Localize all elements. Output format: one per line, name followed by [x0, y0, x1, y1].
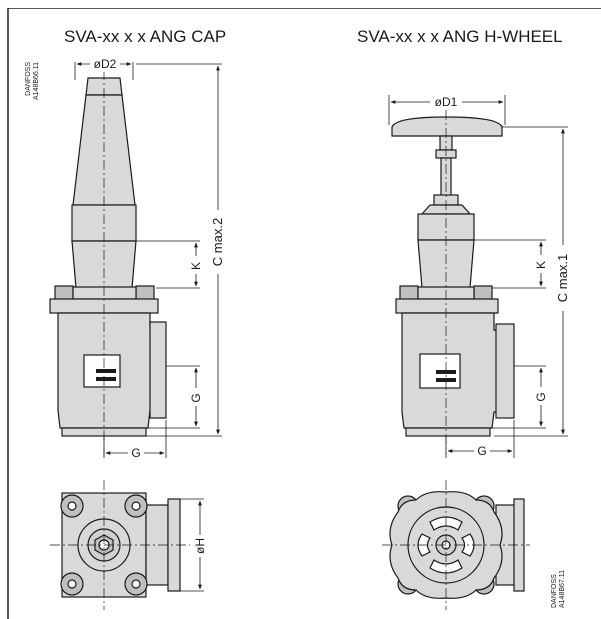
- dim-c-max1-label: C max.1: [555, 254, 570, 302]
- dim-d1-label: øD1: [435, 95, 458, 109]
- outlet-port-right: [495, 323, 515, 419]
- right-elevation-view: [391, 116, 515, 437]
- right-stamp-line2: A148B67.11: [559, 570, 566, 608]
- outlet-port: [149, 321, 167, 419]
- nut: [54, 285, 74, 301]
- dim-d2-label: øD2: [94, 57, 117, 71]
- dim-g-horizontal-right-label: G: [477, 444, 486, 458]
- dim-g-vertical-label: G: [189, 393, 203, 402]
- left-elevation-view: [49, 77, 167, 437]
- nut: [135, 285, 155, 301]
- handwheel-rim: [391, 116, 503, 137]
- dim-g-vertical-right-label: G: [534, 392, 548, 401]
- dim-h-label: øH: [193, 538, 207, 554]
- dim-c-max2-label: C max.2: [210, 218, 225, 266]
- dim-k-right-label: K: [534, 261, 548, 269]
- right-stamp-line1: DANFOSS: [551, 574, 558, 608]
- bonnet-flange-right: [395, 298, 499, 314]
- left-stamp-line1: DANFOSS: [25, 62, 32, 96]
- left-stamp-line2: A148B66.11: [33, 62, 40, 100]
- right-view-title: SVA-xx x x ANG H-WHEEL: [357, 27, 563, 46]
- dim-k-label: K: [189, 262, 203, 270]
- left-view-title: SVA-xx x x ANG CAP: [64, 27, 227, 46]
- flange-top: [72, 286, 137, 300]
- dim-g-horizontal-label: G: [131, 446, 140, 460]
